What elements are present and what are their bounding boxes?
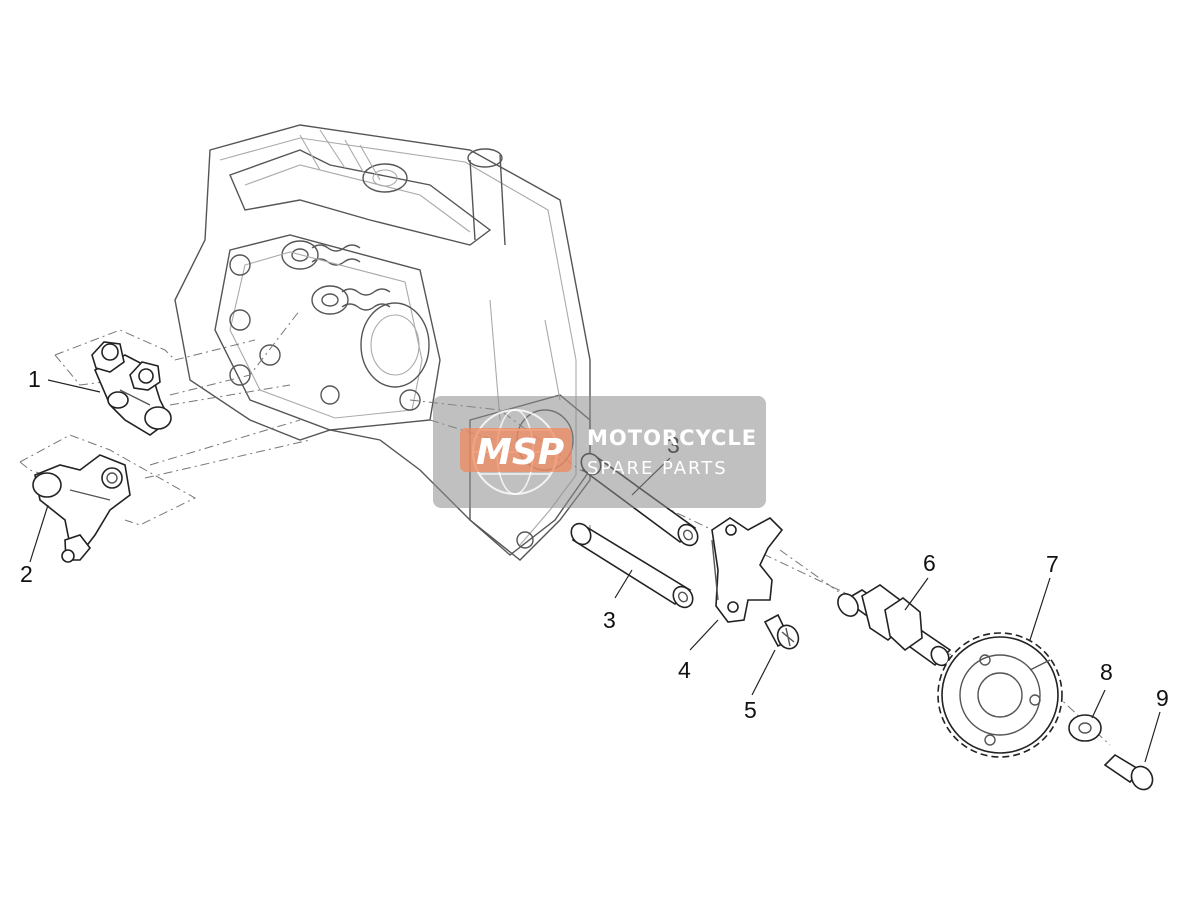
camshaft: [837, 584, 952, 667]
callout-1: 1: [28, 366, 41, 392]
washer: [1068, 714, 1102, 742]
watermark-title: MOTORCYCLE: [587, 426, 757, 450]
callout-8: 8: [1100, 659, 1113, 685]
callout-2: 2: [20, 561, 33, 587]
callout-3-lower: 3: [603, 607, 616, 633]
callout-6: 6: [923, 550, 936, 576]
rocker-arm-lower: [32, 454, 131, 563]
rocker-arm-upper: [91, 341, 172, 436]
callout-9: 9: [1156, 685, 1169, 711]
watermark-subtitle: SPARE PARTS: [587, 458, 728, 479]
watermark-box: [433, 396, 766, 508]
callout-4: 4: [678, 657, 691, 683]
rocker-pin-lower: [570, 522, 694, 609]
callout-7: 7: [1046, 551, 1059, 577]
bolt: [1103, 753, 1154, 791]
watermark-logo-badge: [460, 428, 572, 472]
watermark-logo: MSP: [476, 432, 564, 473]
callout-5: 5: [744, 697, 757, 723]
screw: [763, 613, 800, 650]
cam-sprocket: [937, 632, 1063, 758]
retaining-plate: [711, 517, 784, 623]
watermark: MSP MOTORCYCLE SPARE PARTS: [433, 396, 766, 508]
